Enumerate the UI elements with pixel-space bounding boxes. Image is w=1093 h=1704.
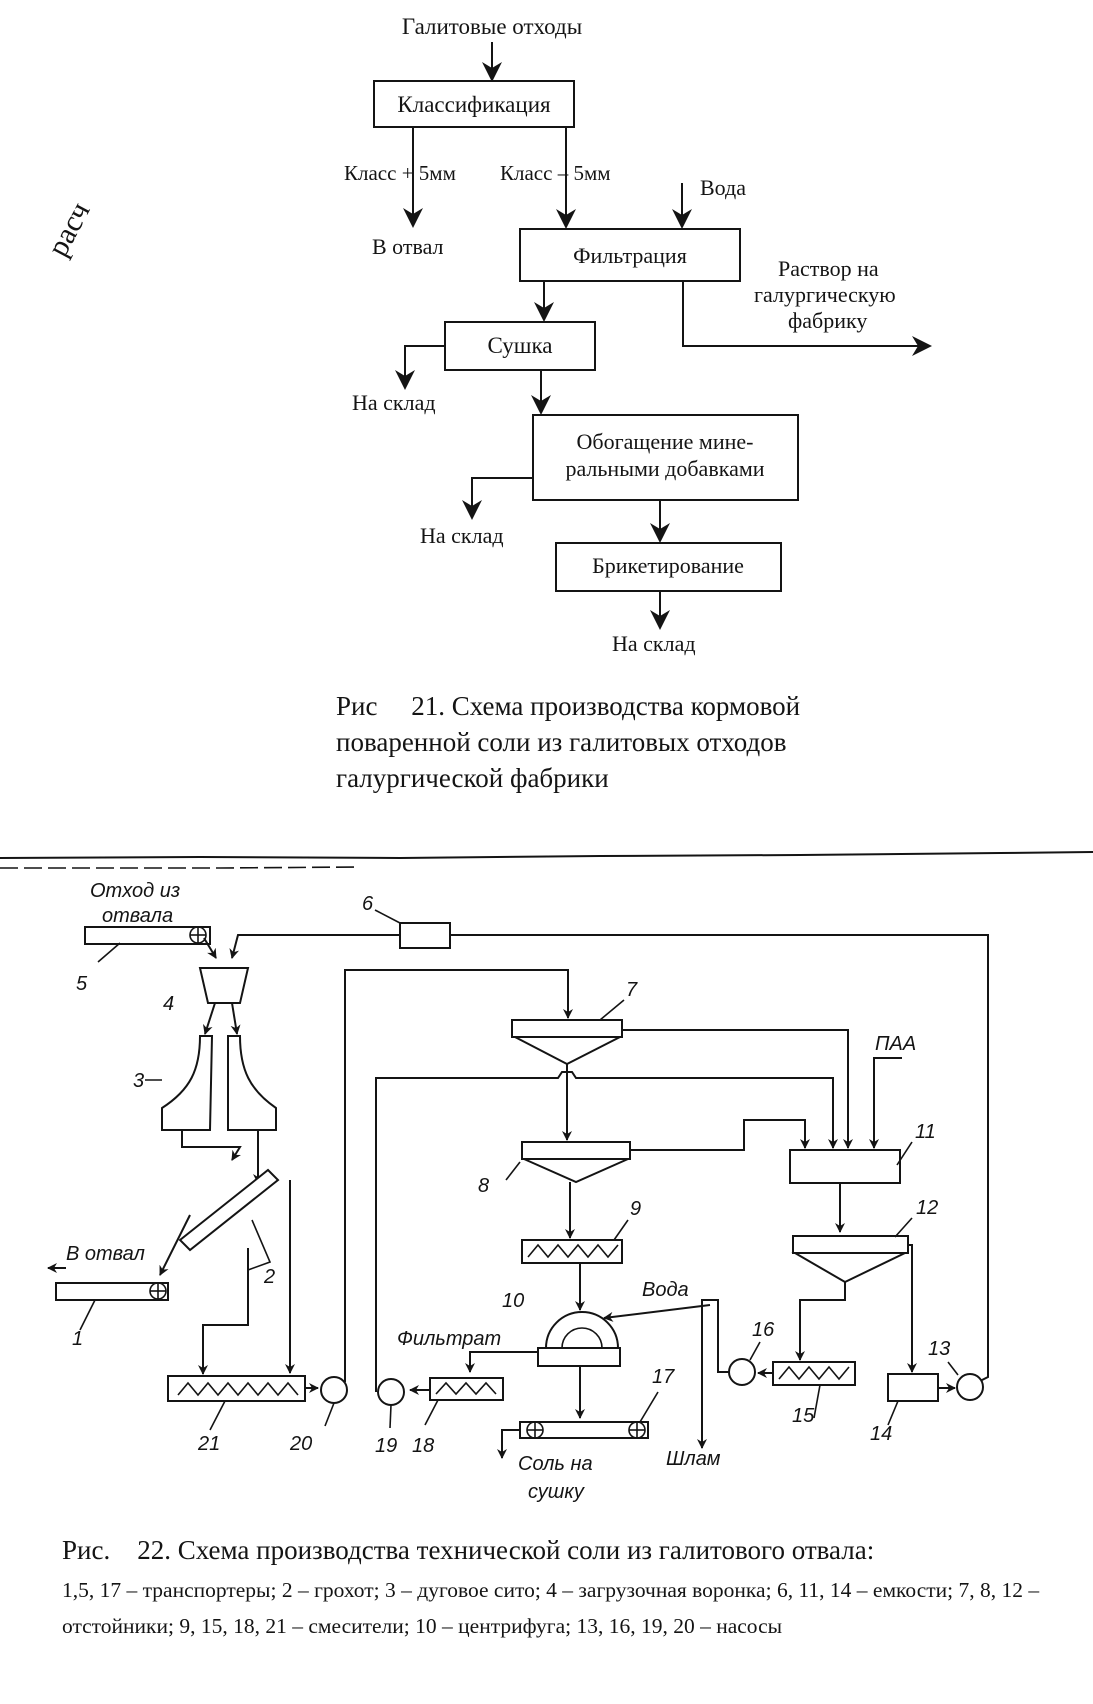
arc-sieve-3a	[161, 1035, 214, 1131]
screen-2	[178, 1168, 280, 1252]
filtration-box	[519, 228, 741, 282]
tank-6	[399, 922, 451, 949]
paa-label: ПАА	[875, 1033, 916, 1055]
salt-label-2: сушку	[528, 1481, 585, 1503]
pump-20	[320, 1376, 348, 1404]
warehouse-label-2: На склад	[420, 523, 504, 548]
mixer-21	[167, 1375, 306, 1402]
caption-22-prefix: Рис.	[62, 1535, 111, 1565]
warehouse-label-3: На склад	[612, 631, 696, 656]
caption-22-legend: 1,5, 17 – транспортеры; 2 – грохот; 3 – …	[62, 1578, 1040, 1638]
label-14: 14	[870, 1423, 892, 1445]
tank-11	[789, 1149, 901, 1184]
filtrate-label: Фильтрат	[397, 1328, 501, 1350]
drying-box	[444, 321, 596, 371]
label-4: 4	[163, 993, 174, 1015]
label-6: 6	[362, 893, 374, 915]
briquetting-box	[555, 542, 782, 592]
pump-13	[956, 1373, 984, 1401]
tank-14	[887, 1373, 939, 1402]
page-divider	[0, 851, 1093, 869]
caption-21: Рис 21. Схема производства кормовой пова…	[336, 688, 936, 796]
margin-note: расч	[41, 197, 96, 262]
drying-label: Сушка	[487, 333, 552, 358]
settler-8	[521, 1141, 631, 1160]
label-19: 19	[375, 1435, 397, 1457]
diagram-21: расч Галитовые отходы Классификация Клас…	[41, 14, 932, 656]
label-2: 2	[263, 1266, 275, 1288]
waste-label-1: Отход из	[90, 880, 180, 902]
label-12: 12	[916, 1197, 938, 1219]
solution-label-3: фабрику	[788, 308, 867, 333]
solution-label-1: Раствор на	[778, 256, 879, 281]
label-1: 1	[72, 1328, 83, 1350]
label-15: 15	[792, 1405, 815, 1427]
label-10: 10	[502, 1290, 524, 1312]
water-label: Вода	[700, 175, 746, 200]
label-21: 21	[197, 1433, 220, 1455]
label-13: 13	[928, 1338, 950, 1360]
label-17: 17	[652, 1366, 675, 1388]
caption-21-prefix: Рис	[336, 691, 378, 721]
warehouse-label-1: На склад	[352, 390, 436, 415]
enrichment-box	[532, 414, 799, 501]
class-plus-label: Класс + 5мм	[344, 161, 456, 185]
label-18: 18	[412, 1435, 434, 1457]
label-20: 20	[289, 1433, 312, 1455]
conveyor-1	[55, 1282, 169, 1301]
label-3: 3	[133, 1070, 144, 1092]
water-label-2: Вода	[642, 1279, 689, 1301]
label-11: 11	[915, 1121, 936, 1143]
classification-label: Классификация	[397, 92, 551, 117]
arc-sieve-3b	[227, 1035, 277, 1131]
label-7: 7	[626, 979, 638, 1001]
funnel-4	[198, 967, 250, 1004]
waste-label-2: отвала	[102, 905, 173, 927]
settler-12	[792, 1235, 909, 1254]
conveyor-5	[84, 926, 211, 945]
solution-label-2: галургическую	[754, 282, 896, 307]
label-5: 5	[76, 973, 88, 995]
label-16: 16	[752, 1319, 775, 1341]
caption-22-text: 22. Схема производства технической соли …	[137, 1535, 875, 1565]
class-minus-label: Класс – 5мм	[500, 161, 611, 185]
to-dump-label: В отвал	[372, 234, 444, 259]
sludge-label: Шлам	[666, 1448, 721, 1470]
to-dump-label-2: В отвал	[66, 1243, 145, 1265]
label-8: 8	[478, 1175, 489, 1197]
filtration-label: Фильтрация	[573, 243, 687, 268]
enrichment-label-1: Обогащение мине-	[577, 429, 754, 454]
settler-7	[511, 1019, 623, 1038]
source-label: Галитовые отходы	[402, 14, 582, 39]
label-9: 9	[630, 1198, 641, 1220]
caption-21-text: 21. Схема производства кормовой поваренн…	[336, 691, 801, 793]
classification-box	[373, 80, 575, 128]
diagram-22: Отход из отвала 5 6 4 3 2 В отвал	[47, 880, 989, 1503]
pump-19	[377, 1378, 405, 1406]
pump-16	[728, 1358, 756, 1386]
briquetting-label: Брикетирование	[592, 553, 744, 578]
salt-label-1: Соль на	[518, 1453, 593, 1475]
enrichment-label-2: ральными добавками	[565, 456, 764, 481]
caption-22-title: Рис. 22. Схема производства технической …	[62, 1535, 874, 1566]
